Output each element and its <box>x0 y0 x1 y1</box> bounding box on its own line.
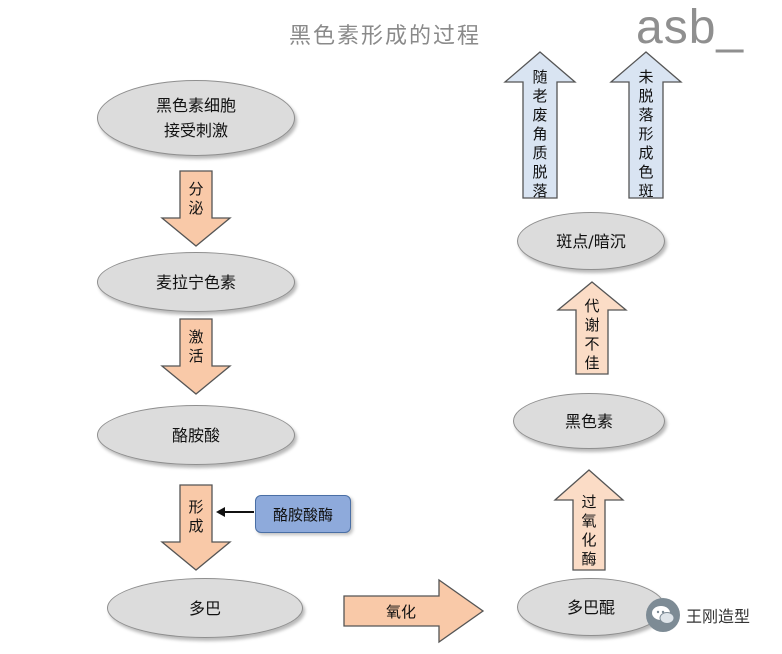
node-melanocyte: 黑色素细胞 接受刺激 <box>97 80 295 156</box>
node-melanin-label: 黑色素 <box>564 411 613 431</box>
label-not-shed-char: 脱 <box>638 86 654 105</box>
label-shed-char: 质 <box>532 143 548 162</box>
label-form-char: 成 <box>188 517 204 535</box>
label-peroxidase-char: 化 <box>581 531 597 549</box>
node-spots: 斑点/暗沉 <box>517 212 665 270</box>
label-metabolism: 代 谢 不 佳 <box>576 297 608 372</box>
watermark-label: 王刚造型 <box>686 607 751 626</box>
arrow-down-secrete <box>160 170 232 247</box>
node-dopa: 多巴 <box>107 578 303 638</box>
enzyme-tyrosinase-box: 酪胺酸酶 <box>255 495 351 533</box>
label-peroxidase-char: 过 <box>581 493 597 511</box>
label-peroxidase-char: 酶 <box>581 550 597 568</box>
label-shed-char: 老 <box>532 86 548 105</box>
label-not-shed-char: 色 <box>638 162 654 181</box>
label-shed-char: 废 <box>532 105 548 124</box>
label-secrete: 分 泌 <box>180 176 212 222</box>
arrow-up-not-shed <box>609 51 683 199</box>
arrow-down-activate <box>160 318 232 395</box>
wechat-watermark: 王刚造型 <box>646 598 750 632</box>
label-oxidize: 氧化 <box>385 602 416 621</box>
label-not-shed-char: 斑 <box>638 181 654 200</box>
arrow-right-oxidize <box>343 578 485 644</box>
node-dopaquinone: 多巴醌 <box>517 578 665 636</box>
enzyme-label: 酪胺酸酶 <box>272 505 333 524</box>
label-shed-char: 落 <box>532 181 548 200</box>
label-not-shed-char: 成 <box>638 143 654 162</box>
label-not-shed-char: 形 <box>638 124 654 143</box>
label-shed-char: 脱 <box>532 162 548 181</box>
label-activate: 激 活 <box>180 324 212 370</box>
node-tyrosine: 酪胺酸 <box>97 405 295 465</box>
node-melanin: 黑色素 <box>513 393 665 449</box>
label-peroxidase: 过 氧 化 酶 <box>573 492 605 570</box>
enzyme-connector-arrow <box>216 507 254 517</box>
label-metabolism-char: 不 <box>584 335 600 353</box>
label-form-char: 形 <box>188 498 204 516</box>
diagram-title: 黑色素形成的过程 <box>288 24 481 49</box>
arrow-up-metabolism <box>556 281 628 375</box>
label-peroxidase-char: 氧 <box>581 512 597 530</box>
wechat-icon <box>646 598 680 632</box>
label-metabolism-char: 谢 <box>584 316 600 334</box>
node-melanocyte-line1: 黑色素细胞 <box>155 96 236 115</box>
node-dopa-label: 多巴 <box>188 598 221 618</box>
node-dopaquinone-label: 多巴醌 <box>566 597 615 617</box>
label-metabolism-char: 代 <box>584 297 600 315</box>
label-metabolism-char: 佳 <box>584 354 600 372</box>
label-not-shed-char: 未 <box>638 67 654 86</box>
node-tyrosine-label: 酪胺酸 <box>171 425 220 445</box>
arrow-down-form <box>160 484 232 571</box>
arrow-up-peroxidase <box>553 469 625 571</box>
label-secrete-char: 分 <box>188 180 204 198</box>
label-secrete-char: 泌 <box>188 199 204 217</box>
node-melanotropin-label: 麦拉宁色素 <box>155 272 236 292</box>
label-not-shed-char: 落 <box>638 105 654 124</box>
node-melanocyte-line2: 接受刺激 <box>163 121 228 140</box>
label-activate-char: 活 <box>188 347 204 365</box>
label-form: 形 成 <box>180 492 212 542</box>
label-activate-char: 激 <box>188 328 204 346</box>
node-spots-label: 斑点/暗沉 <box>556 231 626 251</box>
label-shed-char: 随 <box>532 67 548 86</box>
label-shed-char: 角 <box>532 124 548 143</box>
label-not-shed: 未 脱 落 形 成 色 斑 <box>630 68 662 200</box>
asb-logo: asb_ <box>636 1 745 54</box>
node-melanotropin: 麦拉宁色素 <box>97 252 295 312</box>
label-shed: 随 老 废 角 质 脱 落 <box>524 68 556 200</box>
arrow-up-shed <box>503 51 577 199</box>
